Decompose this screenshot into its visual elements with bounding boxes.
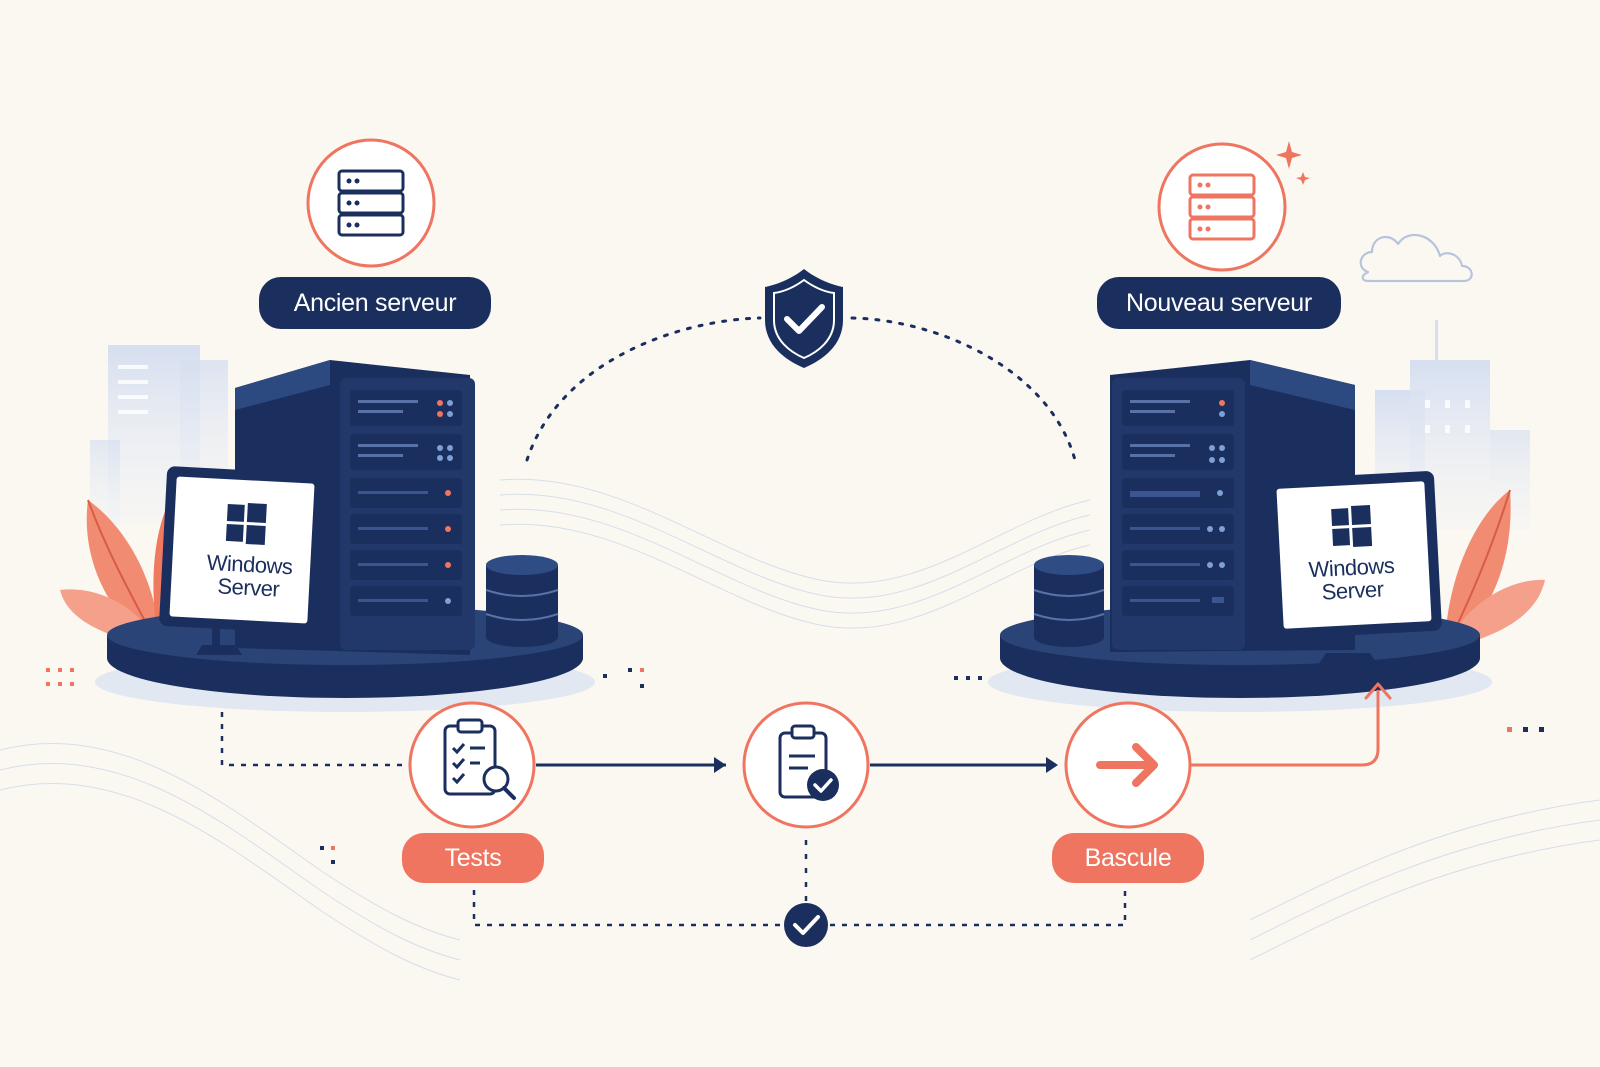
windows-logo-icon <box>225 503 267 545</box>
new-server-label: Nouveau serveur <box>1097 277 1341 329</box>
sync-arc <box>525 316 1077 462</box>
background-waves <box>0 478 1600 981</box>
database-icon <box>1033 555 1105 647</box>
step-bascule <box>1064 701 1192 829</box>
step-validate <box>742 701 870 829</box>
rack-units <box>1122 390 1234 616</box>
old-server-group <box>95 360 595 712</box>
monitor <box>159 466 325 655</box>
rack-units <box>350 390 462 616</box>
check-circle-icon <box>784 903 828 947</box>
flow-connectors <box>220 682 1392 927</box>
new-server-group <box>988 360 1492 712</box>
clipboard-check-icon <box>778 724 839 801</box>
old-server-icon-circle <box>306 138 436 268</box>
cloud-icon <box>1359 234 1473 283</box>
arrow-right-icon <box>1096 743 1158 787</box>
database-icon <box>485 555 559 647</box>
step-tests-label: Tests <box>402 833 544 883</box>
os-line-2: Server <box>216 573 280 602</box>
clipboard-search-icon <box>443 718 516 800</box>
new-server-os-label: Windows Server <box>1295 553 1409 605</box>
decorative-dots <box>46 668 1544 864</box>
old-server-label: Ancien serveur <box>259 277 491 329</box>
sparkle-icon <box>1276 141 1310 185</box>
step-bascule-label: Bascule <box>1052 833 1204 883</box>
step-tests <box>408 701 536 829</box>
os-line-2: Server <box>1321 576 1385 605</box>
server-stack-icon <box>1188 173 1256 241</box>
shield-check-icon <box>765 269 843 368</box>
windows-logo-icon <box>1331 505 1373 547</box>
monitor <box>1266 471 1442 665</box>
server-stack-icon <box>337 169 405 237</box>
new-server-icon-circle <box>1157 142 1287 272</box>
old-server-os-label: Windows Server <box>193 550 305 602</box>
